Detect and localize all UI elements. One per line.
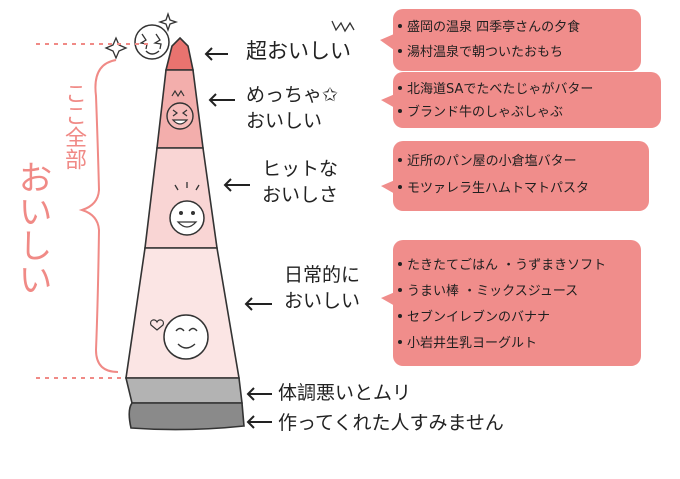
level-3-label: ヒットな おいしさ	[262, 158, 339, 206]
list-item: モツァレラ生ハムトマトパスタ	[407, 181, 590, 196]
items-box-level-2: 北海道SAでたべたじゃがバター ブランド牛のしゃぶしゃぶ	[393, 72, 661, 128]
bullet-icon	[398, 340, 402, 344]
calm-smile-face-icon	[163, 314, 209, 360]
box-pointers	[380, 34, 395, 306]
bullet-icon	[398, 109, 402, 113]
bullet-icon	[398, 49, 402, 53]
items-box-level-1: 盛岡の温泉 四季亭さんの夕食 湯村温泉で朝ついたおもち	[393, 9, 641, 71]
list-item: たきたてごはん ・うずまきソフト	[407, 258, 607, 273]
heart-icon	[150, 319, 164, 331]
star-eyes-face-icon	[134, 24, 170, 60]
arrow-left-icon	[204, 47, 272, 429]
list-item: ブランド牛のしゃぶしゃぶ	[407, 105, 564, 120]
bullet-icon	[398, 288, 402, 292]
side-label-here: ここ全部	[60, 82, 90, 170]
level-4-label: 日常的に おいしい	[284, 264, 361, 312]
bullet-icon	[398, 24, 402, 28]
level-2-label: めっちゃ✩ おいしい	[246, 84, 338, 132]
list-item: 湯村温泉で朝ついたおもち	[407, 45, 564, 60]
list-item: セブンイレブンのバナナ	[407, 310, 551, 325]
side-label-line2: おいしい	[12, 160, 52, 296]
level-5-label: 体調悪いとムリ	[278, 382, 412, 404]
list-item: 北海道SAでたべたじゃがバター	[407, 82, 594, 97]
level-1-label: 超おいしい	[246, 39, 351, 63]
tier-5-not-when-sick	[124, 377, 243, 404]
tier-1-super-delicious	[164, 36, 194, 71]
list-item: 小岩井生乳ヨーグルト	[407, 336, 538, 351]
side-label-tasty: おいしい	[12, 160, 56, 296]
bullet-icon	[398, 158, 402, 162]
items-box-level-4: たきたてごはん ・うずまきソフト うまい棒 ・ミックスジュース セブンイレブンの…	[393, 240, 641, 366]
grinning-face-icon	[166, 89, 194, 130]
list-item: うまい棒 ・ミックスジュース	[407, 284, 579, 299]
level-6-label: 作ってくれた人すみません	[278, 412, 504, 434]
bullet-icon	[398, 262, 402, 266]
items-box-level-3: 近所のパン屋の小倉塩バター モツァレラ生ハムトマトパスタ	[393, 141, 649, 211]
tier-6-sorry	[128, 402, 245, 431]
sparkle-icon	[104, 11, 179, 60]
bullet-icon	[398, 314, 402, 318]
list-item: 盛岡の温泉 四季亭さんの夕食	[407, 20, 581, 35]
side-brace	[36, 43, 152, 379]
smiling-face-icon	[169, 182, 205, 236]
bullet-icon	[398, 86, 402, 90]
list-item: 近所のパン屋の小倉塩バター	[407, 154, 577, 169]
ruffle-decoration-icon	[331, 20, 355, 33]
side-label-line1: ここ全部	[61, 82, 86, 170]
bullet-icon	[398, 185, 402, 189]
